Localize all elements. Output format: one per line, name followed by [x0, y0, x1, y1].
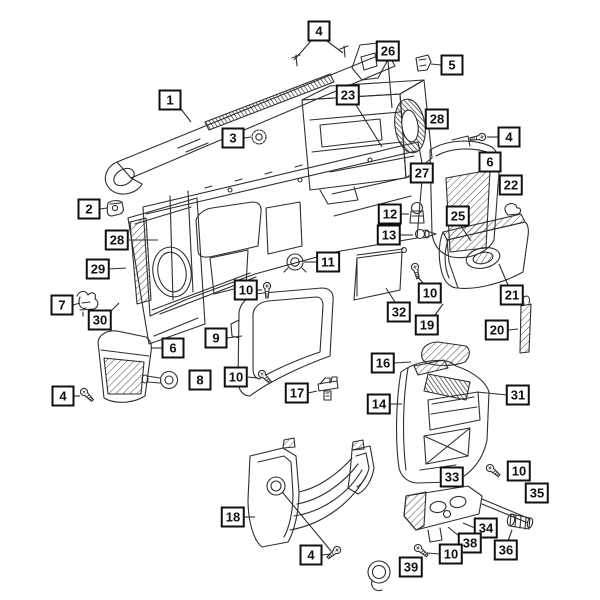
part-bracket-17 [317, 376, 339, 401]
part-lighter [506, 513, 534, 530]
callout-39[interactable]: 39 [398, 556, 424, 578]
callout-22[interactable]: 22 [498, 174, 524, 196]
callout-16[interactable]: 16 [370, 352, 396, 374]
callout-4[interactable]: 4 [497, 126, 521, 148]
callout-4[interactable]: 4 [299, 544, 323, 566]
callout-28[interactable]: 28 [424, 108, 450, 130]
part-mat-panel [353, 247, 407, 301]
callout-19[interactable]: 19 [414, 314, 440, 336]
part-sensor-12 [409, 201, 425, 224]
callout-28[interactable]: 28 [104, 229, 130, 251]
part-heater-unit [301, 79, 433, 205]
callout-13[interactable]: 13 [376, 224, 402, 246]
callout-35[interactable]: 35 [524, 482, 550, 504]
callout-1[interactable]: 1 [158, 89, 182, 111]
callout-18[interactable]: 18 [220, 506, 246, 528]
part-wiring-clip [76, 290, 99, 317]
callout-23[interactable]: 23 [335, 84, 361, 106]
callout-8[interactable]: 8 [188, 369, 212, 391]
part-defroster-duct [104, 41, 396, 195]
callout-17[interactable]: 17 [284, 382, 310, 404]
callout-31[interactable]: 31 [505, 384, 531, 406]
callout-10[interactable]: 10 [233, 279, 259, 301]
part-center-bezel [395, 359, 490, 484]
callout-36[interactable]: 36 [493, 539, 519, 561]
callout-27[interactable]: 27 [409, 162, 435, 184]
callout-11[interactable]: 11 [316, 251, 340, 273]
callout-10[interactable]: 10 [417, 282, 443, 304]
callout-32[interactable]: 32 [386, 301, 412, 323]
callout-6[interactable]: 6 [478, 151, 502, 173]
part-clip-5 [415, 54, 432, 72]
callout-7[interactable]: 7 [50, 294, 74, 316]
callout-12[interactable]: 12 [377, 203, 403, 225]
callout-10[interactable]: 10 [438, 543, 464, 565]
part-washer [251, 129, 267, 145]
part-pushpin-13 [414, 228, 437, 240]
part-glovebox-door [438, 203, 529, 289]
callout-10[interactable]: 10 [506, 460, 532, 482]
part-vent-strip [421, 341, 470, 367]
part-knob-8 [141, 370, 179, 390]
callout-14[interactable]: 14 [366, 393, 392, 415]
callout-3[interactable]: 3 [221, 127, 245, 149]
callout-30[interactable]: 30 [87, 309, 113, 331]
callout-20[interactable]: 20 [484, 319, 510, 341]
callout-9[interactable]: 9 [204, 327, 228, 349]
callout-29[interactable]: 29 [85, 258, 111, 280]
part-switch-panel [403, 485, 531, 543]
callout-4[interactable]: 4 [307, 20, 331, 42]
callout-33[interactable]: 33 [439, 466, 465, 488]
callout-5[interactable]: 5 [440, 54, 464, 76]
callout-26[interactable]: 26 [375, 40, 401, 62]
callout-10[interactable]: 10 [223, 366, 249, 388]
part-strip-20 [519, 295, 532, 354]
callout-2[interactable]: 2 [77, 198, 101, 220]
part-knee-bolster [247, 437, 375, 552]
callout-25[interactable]: 25 [445, 205, 471, 227]
part-knob-11 [283, 253, 307, 273]
part-clip-2 [106, 200, 124, 217]
callout-6[interactable]: 6 [161, 337, 185, 359]
part-grommet [367, 560, 391, 592]
callout-21[interactable]: 21 [499, 284, 525, 306]
callout-4[interactable]: 4 [51, 385, 75, 407]
part-defroster-outlet [97, 330, 152, 403]
callout-38[interactable]: 38 [457, 532, 483, 554]
